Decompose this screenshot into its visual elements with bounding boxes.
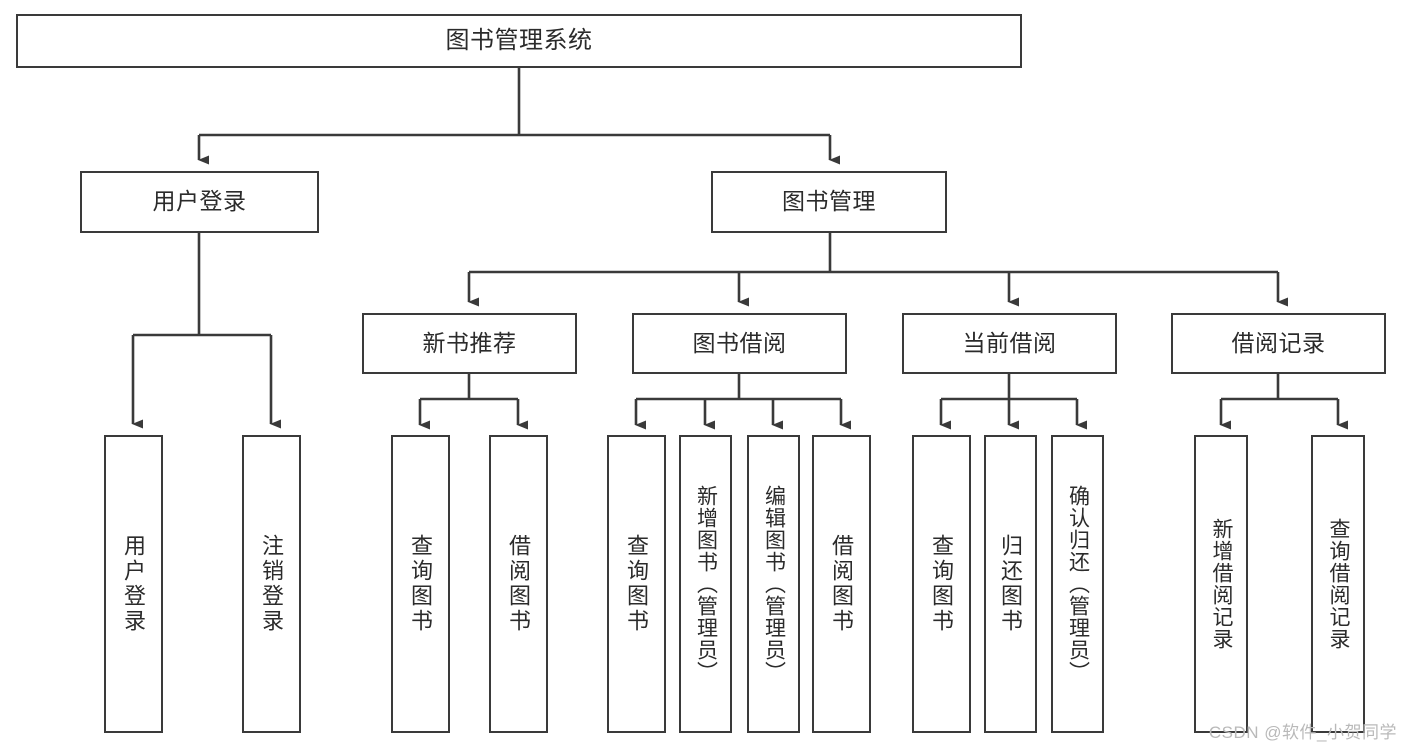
node-leaf-bb-edit-book-label: 编辑图书（管理员） bbox=[762, 485, 786, 683]
node-leaf-user-login[interactable]: 用户登录 bbox=[104, 435, 163, 733]
node-leaf-bb-add-book-label: 新增图书（管理员） bbox=[694, 485, 718, 683]
node-leaf-nb-query-book[interactable]: 查询图书 bbox=[391, 435, 450, 733]
node-leaf-br-query-record[interactable]: 查询借阅记录 bbox=[1311, 435, 1365, 733]
node-leaf-user-login-label: 用户登录 bbox=[121, 534, 147, 634]
node-leaf-logout[interactable]: 注销登录 bbox=[242, 435, 301, 733]
node-book-borrow-label: 图书借阅 bbox=[692, 329, 787, 356]
node-leaf-bb-borrow-book[interactable]: 借阅图书 bbox=[812, 435, 871, 733]
node-book-borrow[interactable]: 图书借阅 bbox=[632, 313, 847, 374]
node-root-system[interactable]: 图书管理系统 bbox=[16, 14, 1022, 68]
node-leaf-br-add-record[interactable]: 新增借阅记录 bbox=[1194, 435, 1248, 733]
node-leaf-cb-query-book[interactable]: 查询图书 bbox=[912, 435, 971, 733]
node-borrow-record-label: 借阅记录 bbox=[1231, 329, 1326, 356]
node-leaf-bb-query-book[interactable]: 查询图书 bbox=[607, 435, 666, 733]
node-leaf-bb-add-book[interactable]: 新增图书（管理员） bbox=[679, 435, 732, 733]
node-leaf-cb-confirm-return-label: 确认归还（管理员） bbox=[1066, 485, 1090, 683]
watermark-text: CSDN @软件_小贺同学 bbox=[1208, 723, 1397, 742]
node-leaf-bb-query-book-label: 查询图书 bbox=[624, 534, 650, 634]
node-leaf-logout-label: 注销登录 bbox=[259, 534, 285, 634]
node-leaf-bb-borrow-book-label: 借阅图书 bbox=[829, 534, 855, 634]
node-borrow-record[interactable]: 借阅记录 bbox=[1171, 313, 1386, 374]
node-current-borrow[interactable]: 当前借阅 bbox=[902, 313, 1117, 374]
node-book-manage[interactable]: 图书管理 bbox=[711, 171, 947, 233]
node-user-login-label: 用户登录 bbox=[152, 188, 247, 215]
node-leaf-nb-borrow-book-label: 借阅图书 bbox=[506, 534, 532, 634]
node-new-book-recommend-label: 新书推荐 bbox=[422, 329, 517, 356]
node-leaf-cb-return-book-label: 归还图书 bbox=[998, 534, 1024, 634]
node-leaf-cb-confirm-return[interactable]: 确认归还（管理员） bbox=[1051, 435, 1104, 733]
node-book-manage-label: 图书管理 bbox=[782, 188, 876, 215]
node-user-login[interactable]: 用户登录 bbox=[80, 171, 319, 233]
node-leaf-bb-edit-book[interactable]: 编辑图书（管理员） bbox=[747, 435, 800, 733]
node-current-borrow-label: 当前借阅 bbox=[962, 329, 1057, 356]
node-new-book-recommend[interactable]: 新书推荐 bbox=[362, 313, 577, 374]
node-leaf-nb-query-book-label: 查询图书 bbox=[408, 534, 434, 634]
node-leaf-br-query-record-label: 查询借阅记录 bbox=[1327, 518, 1351, 650]
node-root-system-label: 图书管理系统 bbox=[445, 26, 593, 54]
node-leaf-cb-query-book-label: 查询图书 bbox=[929, 534, 955, 634]
node-leaf-nb-borrow-book[interactable]: 借阅图书 bbox=[489, 435, 548, 733]
node-leaf-br-add-record-label: 新增借阅记录 bbox=[1210, 518, 1234, 650]
node-leaf-cb-return-book[interactable]: 归还图书 bbox=[984, 435, 1037, 733]
